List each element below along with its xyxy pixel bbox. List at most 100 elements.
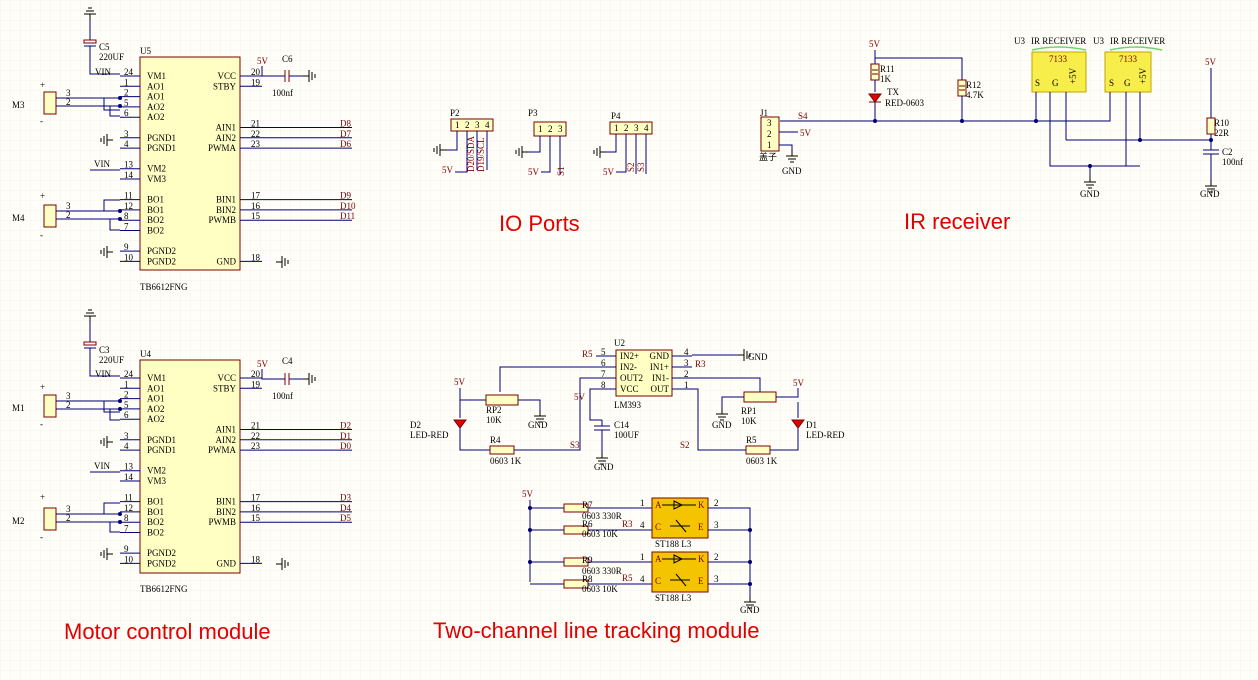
opto-5v: 5V [522, 489, 534, 499]
u4-pin-name: VM3 [147, 476, 167, 486]
p4-5v: 5V [603, 167, 615, 177]
u4-net-label: D2 [340, 421, 351, 431]
u5-pin-name: AIN1 [216, 123, 237, 133]
u5-net-label: D11 [340, 211, 355, 221]
svg-text:3: 3 [66, 201, 71, 211]
r8-value: 0603 10K [582, 584, 618, 594]
u5-pin-num: 15 [251, 211, 261, 221]
u4-pin-num: 2 [124, 390, 129, 400]
d2-ref: D2 [410, 420, 421, 430]
svg-text:-: - [40, 419, 43, 429]
u4-pin-name: PGND1 [147, 435, 176, 445]
u5-pin-num: 19 [251, 77, 261, 87]
c14-5v: 5V [574, 392, 586, 402]
c14-value: 100UF [614, 430, 639, 440]
u5-pin-name: PGND1 [147, 133, 176, 143]
opto-gnd: GND [740, 605, 760, 615]
u2-pin-name: VCC [620, 384, 639, 394]
u2-ref: U2 [614, 338, 625, 348]
u5-net-label: D7 [340, 129, 351, 139]
u4-pin-num: 21 [251, 421, 260, 431]
svg-text:4: 4 [640, 574, 645, 584]
net-s2: S2 [680, 440, 690, 450]
r12-ref: R12 [966, 80, 981, 90]
svg-text:C: C [655, 522, 661, 532]
tx-value: RED-0603 [885, 98, 924, 108]
c6-ref: C6 [282, 54, 293, 64]
u4-pin-num: 12 [124, 503, 133, 513]
u5-pin-name: PWMB [208, 215, 236, 225]
opto1-part: ST188 L3 [655, 539, 692, 549]
u4-pin-name: PGND2 [147, 548, 176, 558]
u4-pin-name: VCC [217, 373, 236, 383]
j1-label: 盖子 [759, 151, 777, 162]
u4-pin-num: 4 [124, 441, 129, 451]
u4-pin-name: PGND2 [147, 558, 176, 568]
svg-text:1: 1 [538, 124, 543, 134]
u5-ref: U5 [140, 46, 151, 56]
svg-text:-: - [40, 230, 43, 240]
u4-pin-num: 1 [124, 379, 129, 389]
u4-pin-name: AIN2 [216, 435, 237, 445]
u2-pin-num: 4 [684, 347, 689, 357]
svg-text:E: E [698, 522, 704, 532]
c2-ref: C2 [1222, 147, 1233, 157]
u5-net-label: D9 [340, 191, 351, 201]
u4-pin-name: PGND1 [147, 445, 176, 455]
r10-value: 22R [1214, 128, 1229, 138]
u5-pin-num: 9 [124, 242, 129, 252]
m1-label: M1 [12, 403, 25, 413]
u4-vin2-net: VIN [94, 461, 110, 471]
u4-net-label: D4 [340, 503, 351, 513]
u2-net-r3: R3 [695, 359, 706, 369]
io-ports: P2 1 2 3 4 5V D20/SDA D19/SCL P3 1 2 3 5… [433, 108, 653, 177]
u4-pin-name: STBY [213, 383, 237, 393]
u4-pin-num: 20 [251, 369, 261, 379]
svg-text:3: 3 [66, 504, 71, 514]
u4-pin-num: 5 [124, 400, 129, 410]
p2-ref: P2 [450, 108, 460, 118]
u5-pin-name: VM2 [147, 164, 166, 174]
u5-pin-name: PGND2 [147, 246, 176, 256]
r6-ref: R6 [582, 519, 593, 529]
d1-ref: D1 [806, 420, 817, 430]
u5-pin-num: 1 [124, 77, 129, 87]
u5-pin-num: 16 [251, 201, 261, 211]
r4-value: 0603 1K [490, 456, 522, 466]
svg-text:+5V: +5V [1138, 67, 1148, 84]
svg-text:-: - [40, 532, 43, 542]
rp1-gnd: GND [712, 420, 732, 430]
opto2-part: ST188 L3 [655, 593, 692, 603]
u5-net-label: D10 [340, 201, 356, 211]
u5-pin-name: BO1 [147, 205, 164, 215]
u5-pin-name: PGND1 [147, 143, 176, 153]
svg-text:3: 3 [66, 391, 71, 401]
svg-text:4: 4 [640, 520, 645, 530]
c4-ref: C4 [282, 356, 293, 366]
r10-ref: R10 [1214, 118, 1230, 128]
svg-text:+: + [40, 492, 45, 502]
net-s3: S3 [570, 440, 580, 450]
u5-pin-name: BIN1 [216, 195, 236, 205]
svg-text:2: 2 [66, 513, 71, 523]
u4-pin-num: 14 [124, 472, 134, 482]
u5-pin-name: AO1 [147, 81, 165, 91]
tx-ref: TX [887, 87, 899, 97]
u4-pin-name: GND [217, 558, 237, 568]
u5-pin-num: 5 [124, 98, 129, 108]
rp2-ref: RP2 [486, 405, 502, 415]
u4-pin-name: AO2 [147, 414, 165, 424]
p4-net-s3: S3 [636, 162, 646, 172]
r10-5v: 5V [1205, 57, 1217, 67]
u5-pin-num: 12 [124, 201, 133, 211]
u4-pin-num: 19 [251, 379, 261, 389]
c2-value: 100nf [1222, 157, 1243, 167]
u4-pin-name: BIN2 [216, 507, 236, 517]
p2-net-sda: D20/SDA [466, 135, 476, 172]
u5-pin-name: AIN2 [216, 133, 237, 143]
u4-pin-num: 7 [124, 524, 129, 534]
u5-pin-name: VM3 [147, 174, 167, 184]
u4-vin-net: VIN [95, 369, 111, 379]
